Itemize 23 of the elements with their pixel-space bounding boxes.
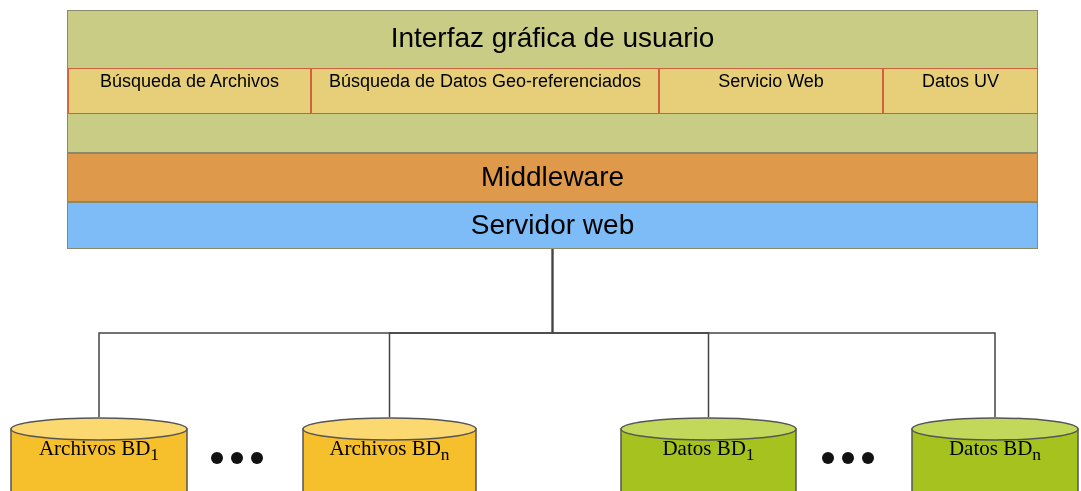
middleware-layer-band <box>67 153 1038 202</box>
database-label: Archivos BD$_{1}$ <box>37 436 161 467</box>
layer-label: Servidor web <box>469 210 636 241</box>
database-cylinder <box>302 417 477 491</box>
database-label: Archivos BD$_{n}$ <box>328 436 451 467</box>
database-cylinder <box>10 417 188 491</box>
server-layer-band <box>67 202 1038 249</box>
module-label: Búsqueda de Datos Geo-referenciados <box>327 71 643 91</box>
connector-line <box>551 248 996 418</box>
module-box <box>659 68 883 114</box>
module-box <box>68 68 311 114</box>
module-label: Servicio Web <box>717 71 825 91</box>
database-cylinder <box>620 417 797 491</box>
module-box <box>311 68 659 114</box>
module-label: Búsqueda de Archivos <box>98 71 281 91</box>
module-label: Datos UV <box>921 71 1000 91</box>
module-box <box>883 68 1038 114</box>
database-label: Datos BD$_{1}$ <box>661 436 756 467</box>
layer-label: Interfaz gráfica de usuario <box>389 23 716 54</box>
layer-label: Middleware <box>479 162 626 193</box>
database-label: Datos BD$_{n}$ <box>947 436 1043 467</box>
database-cylinder <box>911 417 1079 491</box>
interface-layer-band <box>67 10 1038 153</box>
